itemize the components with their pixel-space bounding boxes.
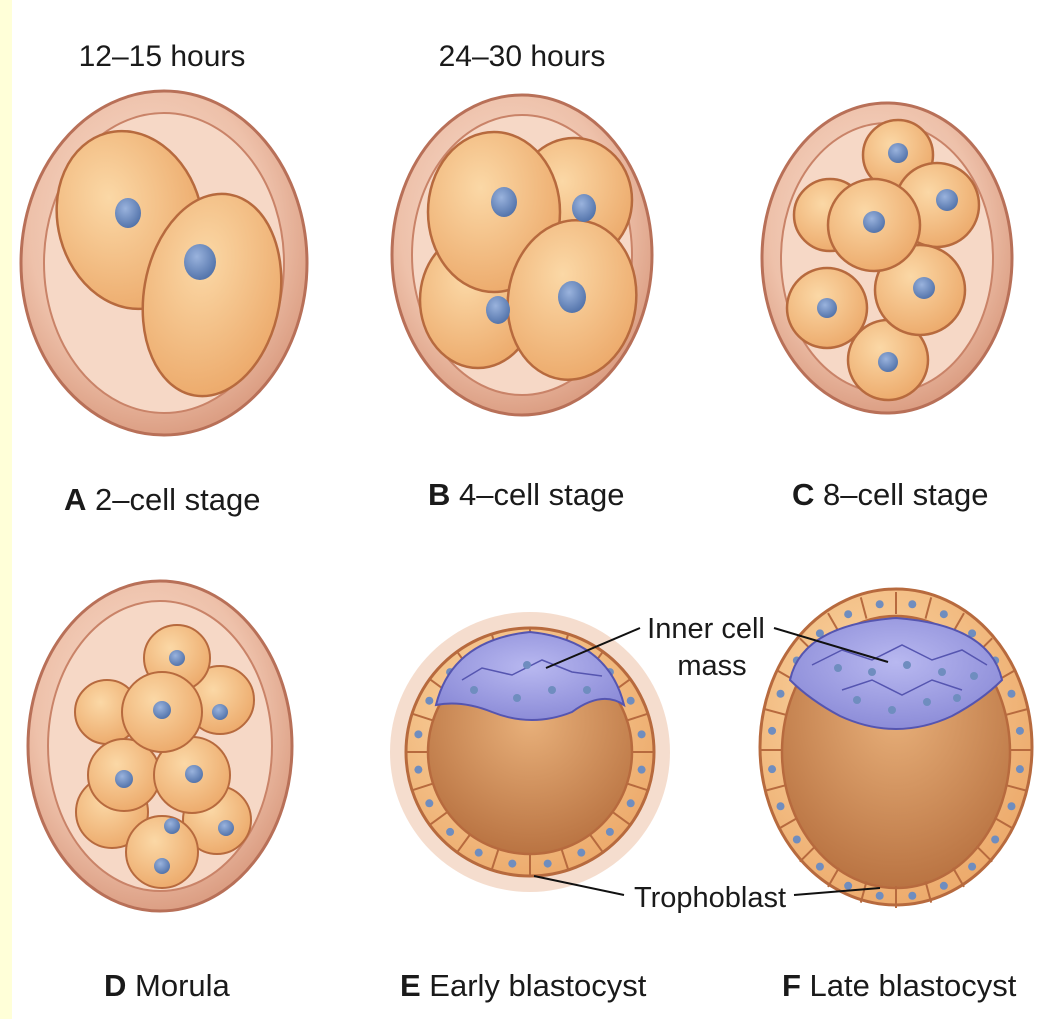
nucleus [968, 863, 976, 871]
nucleus [777, 690, 785, 698]
nucleus [491, 187, 517, 217]
caption-a: A 2–cell stage [64, 482, 260, 517]
nucleus [218, 820, 234, 836]
nucleus [558, 281, 586, 313]
caption-c: C 8–cell stage [792, 477, 988, 512]
nucleus [888, 143, 908, 163]
nucleus [878, 352, 898, 372]
nucleus [991, 835, 999, 843]
caption-e: E Early blastocyst [400, 968, 647, 1003]
nucleus [577, 849, 585, 857]
nucleus [777, 802, 785, 810]
time-label-b: 24–30 hours [439, 40, 606, 73]
caption-d: D Morula [104, 968, 231, 1003]
nucleus [164, 818, 180, 834]
nucleus [154, 858, 170, 874]
caption-f: F Late blastocyst [782, 968, 1017, 1003]
nucleus [606, 828, 614, 836]
nucleus [940, 610, 948, 618]
stage-d-morula [28, 581, 292, 911]
nucleus [185, 765, 203, 783]
nucleus [817, 298, 837, 318]
nucleus [425, 697, 433, 705]
nucleus [876, 892, 884, 900]
nucleus [212, 704, 228, 720]
nucleus [153, 701, 171, 719]
nucleus [486, 296, 510, 324]
nucleus [768, 765, 776, 773]
nucleus [940, 882, 948, 890]
embryo-stages-diagram: 12–15 hours 24–30 hours [12, 0, 1041, 1019]
nucleus [1007, 802, 1015, 810]
nucleus [414, 766, 422, 774]
nucleus [793, 835, 801, 843]
label-inner-cell-mass-line1: Inner cell [647, 613, 765, 645]
nucleus [908, 892, 916, 900]
nucleus [544, 860, 552, 868]
nucleus [1016, 765, 1024, 773]
nucleus [844, 610, 852, 618]
nucleus [627, 697, 635, 705]
diagram-canvas: 12–15 hours 24–30 hours [12, 0, 1041, 1019]
nucleus [638, 766, 646, 774]
stage-b-four-cell [392, 95, 652, 415]
nucleus [768, 727, 776, 735]
nucleus [572, 194, 596, 222]
nucleus [115, 770, 133, 788]
nucleus [184, 244, 216, 280]
nucleus [475, 849, 483, 857]
nucleus [816, 863, 824, 871]
nucleus [169, 650, 185, 666]
nucleus [876, 600, 884, 608]
nucleus [913, 277, 935, 299]
nucleus [1007, 690, 1015, 698]
nucleus [425, 799, 433, 807]
nucleus [446, 828, 454, 836]
blastomere [126, 816, 198, 888]
stage-c-eight-cell [762, 103, 1012, 413]
nucleus [508, 860, 516, 868]
nucleus [844, 882, 852, 890]
nucleus [638, 730, 646, 738]
nucleus [863, 211, 885, 233]
time-label-a: 12–15 hours [79, 40, 246, 73]
nucleus [115, 198, 141, 228]
label-trophoblast: Trophoblast [634, 882, 786, 914]
caption-b: B 4–cell stage [428, 477, 624, 512]
nucleus [627, 799, 635, 807]
nucleus [908, 600, 916, 608]
stage-e-early-blastocyst [390, 612, 670, 892]
label-inner-cell-mass-line2: mass [677, 650, 746, 682]
stage-a-two-cell [21, 91, 307, 435]
nucleus [936, 189, 958, 211]
nucleus [414, 730, 422, 738]
nucleus [1016, 727, 1024, 735]
